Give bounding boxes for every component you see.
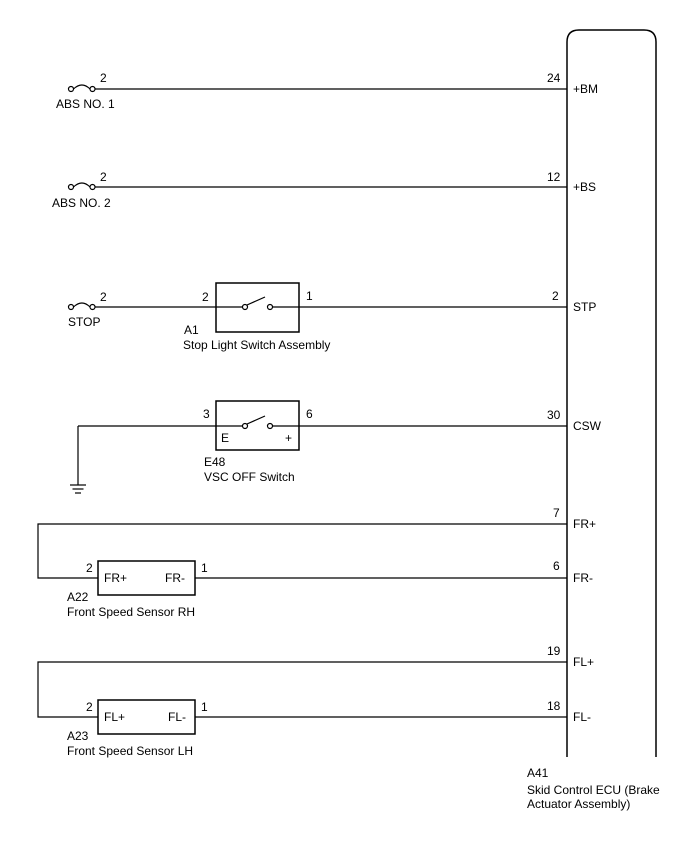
terminal-stp: STP (573, 300, 596, 314)
terminal-fl-plus: FL+ (573, 655, 594, 669)
sensor-pin-left: 2 (86, 700, 93, 714)
ecu-pin-fr-minus: 6 (553, 559, 560, 573)
ecu-pin-fl-plus: 19 (547, 644, 561, 658)
switch-contact-icon (241, 422, 249, 430)
sensor-inner-right: FL- (168, 710, 186, 724)
fuse-label: STOP (68, 315, 100, 329)
fuse-pin: 2 (100, 290, 107, 304)
switch-code: E48 (204, 455, 226, 469)
ecu-name-line2: Actuator Assembly) (527, 797, 630, 811)
ecu-pin-fr-plus: 7 (553, 506, 560, 520)
terminal-bm: +BM (573, 82, 598, 96)
switch-blade-icon (246, 296, 266, 306)
fuse-abs-no2: 2 ABS NO. 2 12 +BS (52, 170, 596, 210)
switch-code: A1 (184, 323, 199, 337)
fuse-stop: 2 STOP (67, 290, 216, 329)
sensor-pin-left: 2 (86, 561, 93, 575)
fuse-terminal-icon (67, 85, 75, 93)
ecu-code: A41 (527, 766, 549, 780)
terminal-bs: +BS (573, 180, 596, 194)
fuse-icon (73, 182, 91, 188)
switch-inner-right: + (285, 431, 292, 445)
fuse-terminal-icon (67, 183, 75, 191)
terminal-csw: CSW (573, 419, 602, 433)
switch-blade-icon (246, 415, 266, 425)
stop-light-switch: 2 1 A1 Stop Light Switch Assembly 2 STP (183, 282, 596, 352)
ecu-pin-bs: 12 (547, 170, 561, 184)
ecu-name-line1: Skid Control ECU (Brake (527, 783, 660, 797)
vsc-off-switch: E + 3 6 E48 VSC OFF Switch 30 CSW (70, 400, 602, 494)
fuse-pin: 2 (100, 170, 107, 184)
sensor-inner-left: FR+ (104, 571, 127, 585)
switch-contact-icon (241, 303, 249, 311)
sensor-box (97, 560, 196, 596)
switch-inner-left: E (221, 431, 229, 445)
sensor-inner-right: FR- (165, 571, 185, 585)
switch-pin-in: 3 (203, 407, 210, 421)
front-speed-sensor-lh: FL+ FL- 2 1 A23 Front Speed Sensor LH 19… (37, 644, 594, 758)
sensor-code: A22 (67, 590, 89, 604)
ecu-pin-stp: 2 (552, 289, 559, 303)
terminal-fl-minus: FL- (573, 710, 591, 724)
fuse-terminal-icon (89, 303, 96, 311)
ecu-pin-fl-minus: 18 (547, 699, 561, 713)
fuse-label: ABS NO. 1 (56, 97, 115, 111)
fuse-icon (73, 302, 91, 308)
fuse-pin: 2 (100, 71, 107, 85)
fuse-abs-no1: 2 ABS NO. 1 24 +BM (56, 71, 598, 111)
fuse-terminal-icon (89, 183, 96, 191)
ecu-pin-csw: 30 (547, 408, 561, 422)
sensor-pin-right: 1 (201, 561, 208, 575)
front-speed-sensor-rh: FR+ FR- 2 1 A22 Front Speed Sensor RH 7 … (37, 506, 596, 619)
sensor-code: A23 (67, 729, 89, 743)
fuse-terminal-icon (67, 303, 75, 311)
fuse-icon (73, 84, 91, 90)
sensor-name: Front Speed Sensor RH (67, 605, 195, 619)
ecu-pin-bm: 24 (547, 71, 561, 85)
sensor-name: Front Speed Sensor LH (67, 744, 193, 758)
ecu-body (566, 29, 657, 757)
switch-pin-out: 6 (306, 407, 313, 421)
switch-name: VSC OFF Switch (204, 470, 295, 484)
wire-fr-plus (37, 523, 567, 579)
switch-name: Stop Light Switch Assembly (183, 338, 330, 352)
terminal-fr-minus: FR- (573, 571, 593, 585)
switch-pin-in: 2 (202, 290, 209, 304)
wire-fl-plus (37, 661, 567, 718)
switch-pin-out: 1 (306, 289, 313, 303)
terminal-fr-plus: FR+ (573, 517, 596, 531)
sensor-pin-right: 1 (201, 700, 208, 714)
fuse-label: ABS NO. 2 (52, 196, 111, 210)
sensor-box (97, 699, 196, 735)
sensor-inner-left: FL+ (104, 710, 125, 724)
fuse-terminal-icon (89, 85, 96, 93)
